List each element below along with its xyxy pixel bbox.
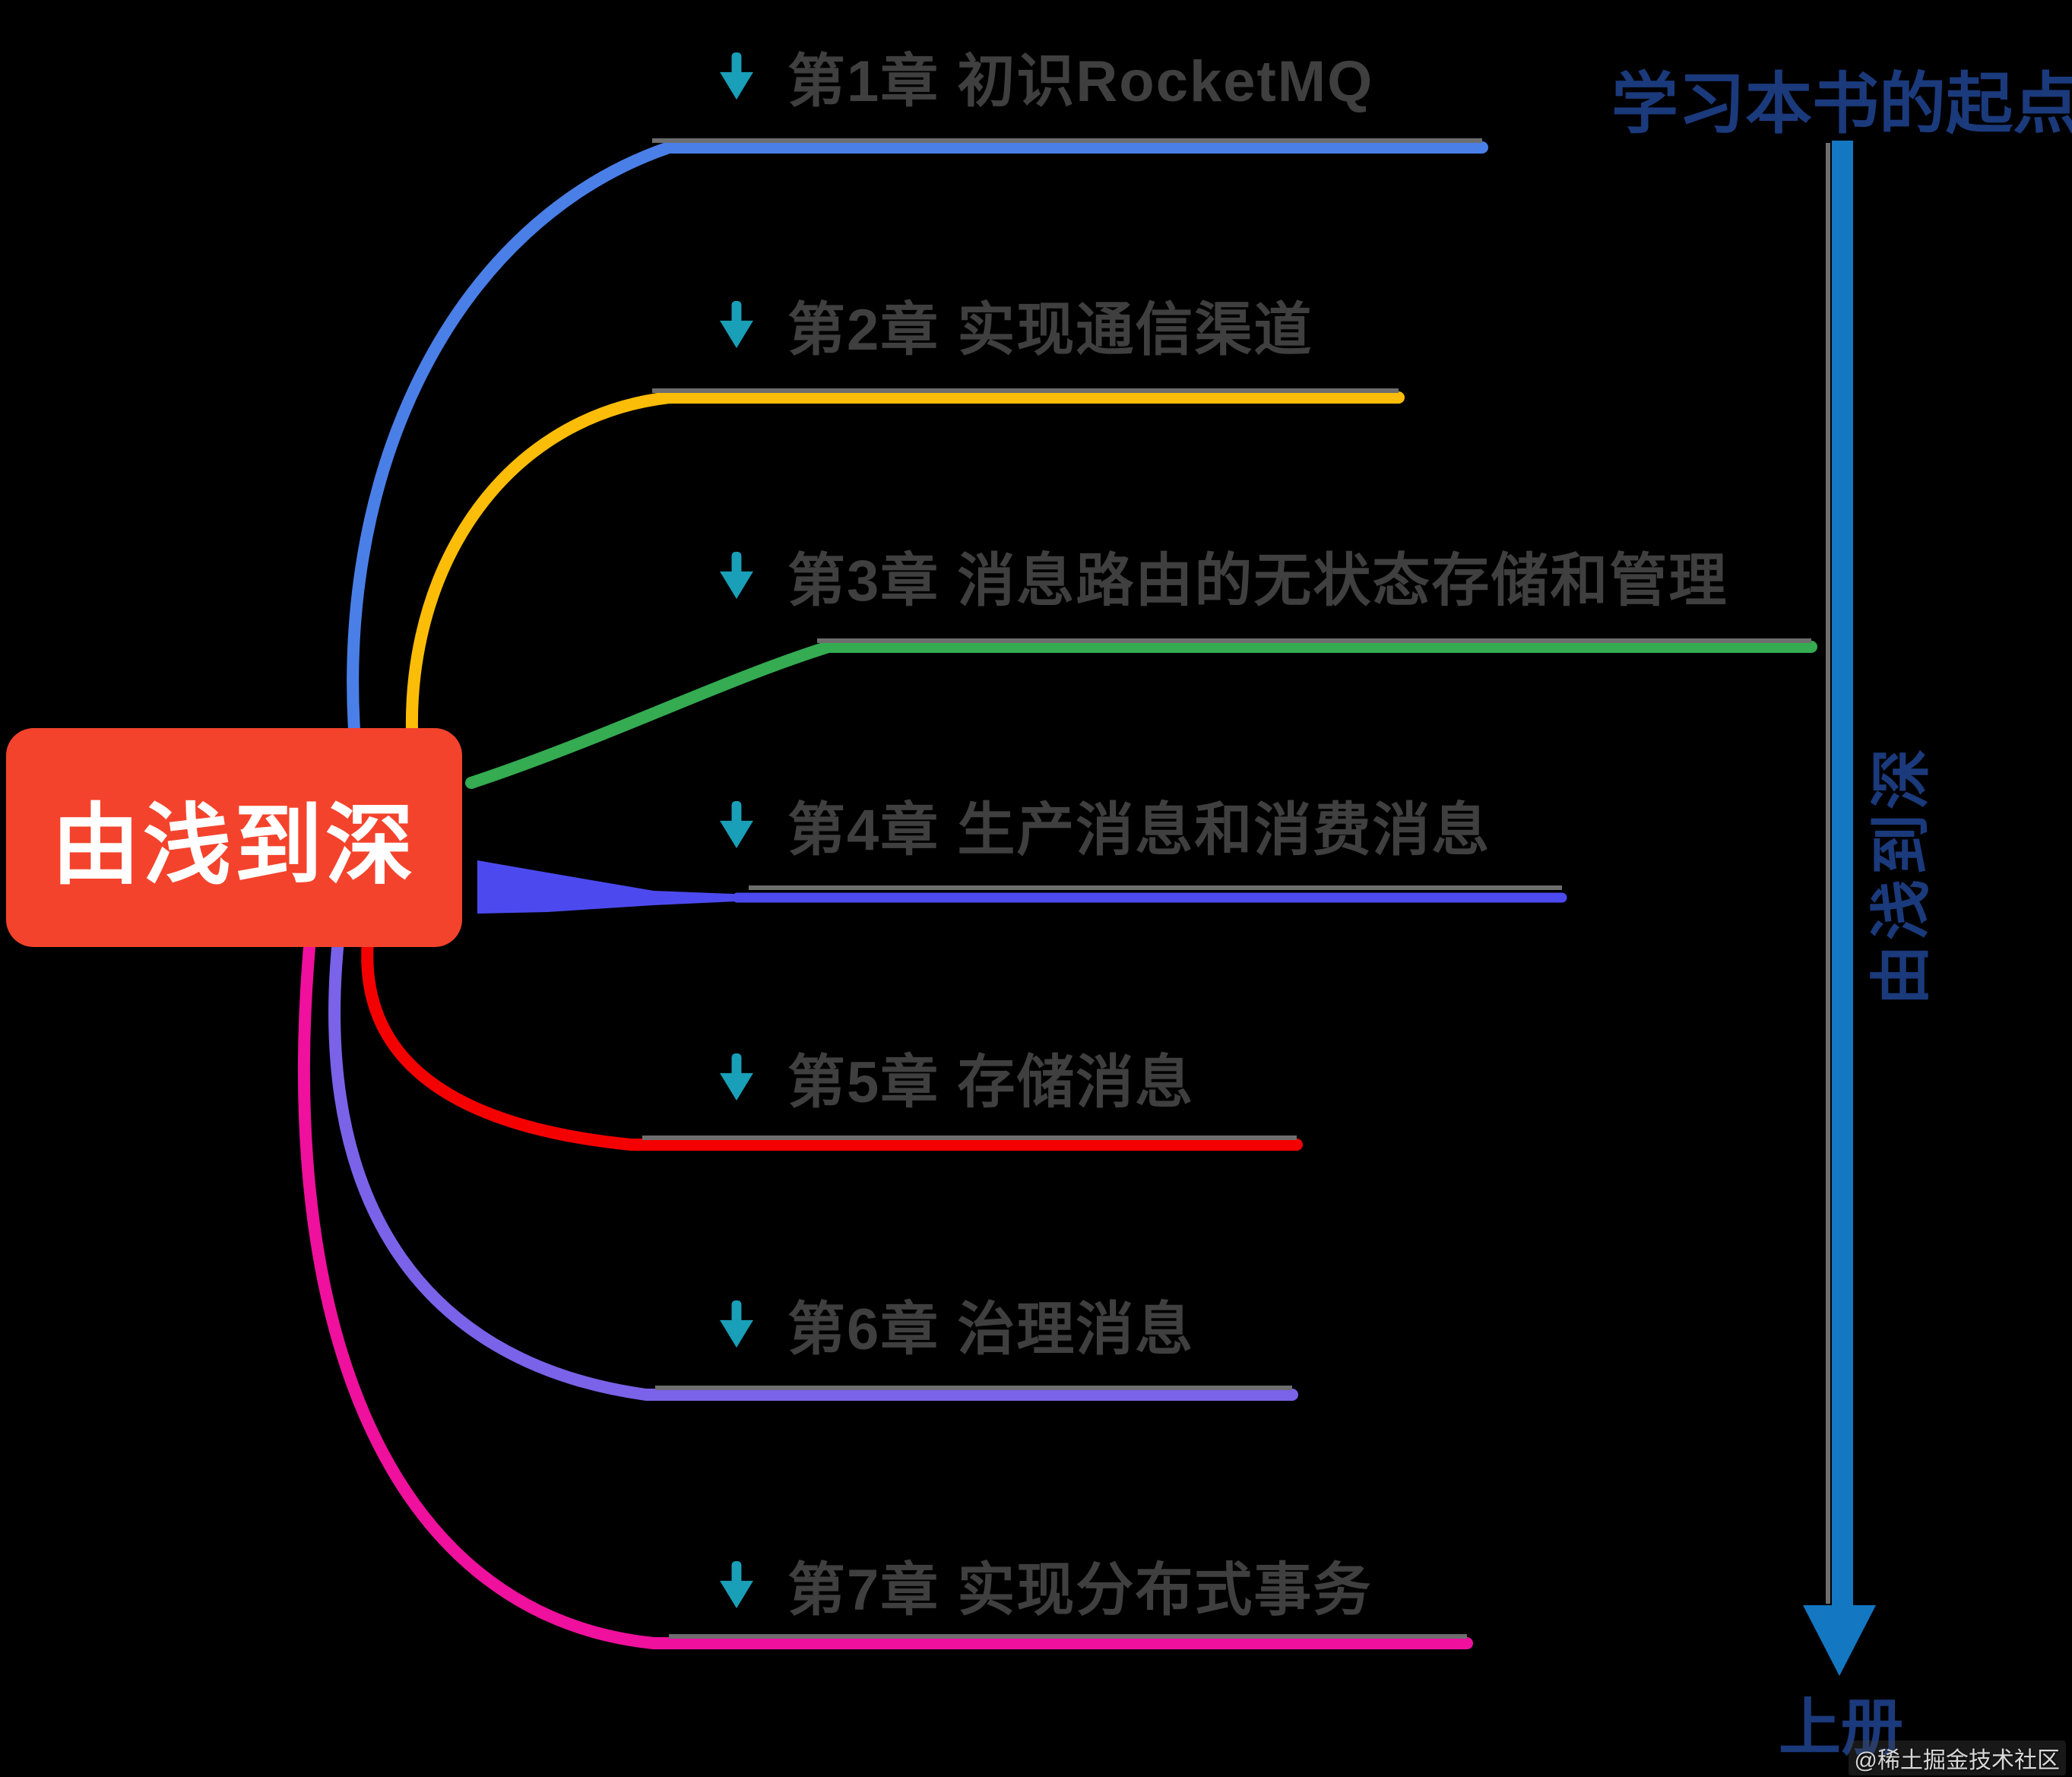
branch-line-chapter6	[328, 902, 1298, 1401]
chapter2-label: 第2章 实现通信渠道	[787, 298, 1313, 363]
down-arrow-icon[interactable]	[713, 49, 760, 103]
timeline-shadow-edge	[1826, 143, 1830, 1604]
down-arrow-icon[interactable]	[713, 797, 760, 852]
chapter3-label: 第3章 消息路由的无状态存储和管理	[787, 549, 1728, 613]
branch-line-chapter2	[405, 391, 1405, 774]
timeline-start-label: 学习本书的起点	[1611, 66, 2072, 141]
chapter1-label: 第1章 初识RocketMQ	[787, 49, 1374, 114]
chapter7-node[interactable]: 第7章 实现分布式事务	[713, 1538, 1372, 1632]
chapter6-node[interactable]: 第6章 治理消息	[713, 1277, 1194, 1371]
chapter5-label: 第5章 存储消息	[787, 1050, 1195, 1115]
root-node[interactable]	[6, 728, 462, 947]
down-arrow-icon[interactable]	[713, 297, 760, 352]
chapter6-label: 第6章 治理消息	[787, 1297, 1195, 1362]
branch-line-chapter1	[347, 141, 1488, 774]
root-node-label[interactable]: 由浅到深	[52, 796, 417, 895]
timeline-end-label: 上册	[1778, 1693, 1903, 1763]
branch-line-chapter3	[465, 641, 1817, 789]
down-arrow-icon[interactable]	[713, 1557, 760, 1612]
chapter5-node[interactable]: 第5章 存储消息	[713, 1030, 1194, 1124]
timeline-axis-label: 由浅到深	[1868, 744, 1935, 1006]
timeline-arrowhead	[1803, 1605, 1876, 1676]
branch-line-chapter5	[361, 902, 1303, 1151]
chapter1-node[interactable]: 第1章 初识RocketMQ	[713, 29, 1373, 123]
branch-line-chapter7	[297, 902, 1473, 1649]
down-arrow-icon[interactable]	[713, 1297, 760, 1351]
chapter4-label: 第4章 生产消息和消费消息	[787, 798, 1491, 863]
down-arrow-icon[interactable]	[713, 1050, 760, 1104]
chapter2-node[interactable]: 第2章 实现通信渠道	[713, 277, 1313, 372]
watermark: @稀土掘金技术社区	[1848, 1741, 2066, 1775]
chapter3-node[interactable]: 第3章 消息路由的无状态存储和管理	[713, 528, 1728, 622]
chapter7-label: 第7章 实现分布式事务	[787, 1558, 1373, 1623]
timeline-arrow-shaft	[1832, 141, 1853, 1605]
down-arrow-icon[interactable]	[713, 548, 760, 603]
branch-blob-chapter4	[477, 860, 752, 914]
chapter4-node[interactable]: 第4章 生产消息和消费消息	[713, 778, 1491, 872]
